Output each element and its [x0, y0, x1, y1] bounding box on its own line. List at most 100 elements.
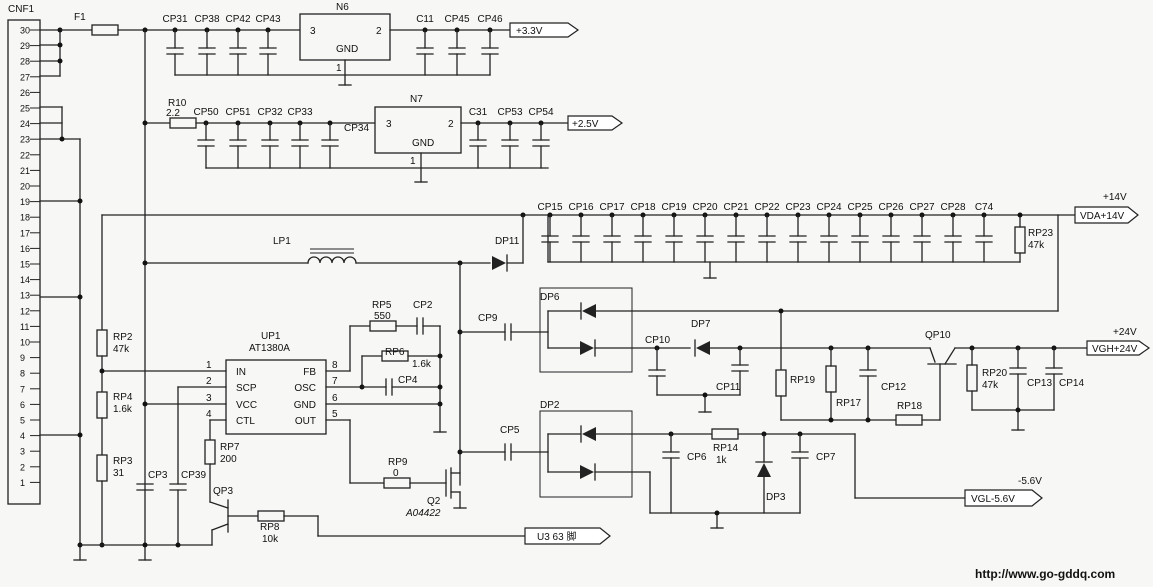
ic-pin-number: 7 — [332, 376, 338, 387]
watermark-url: http://www.go-gddq.com — [975, 567, 1115, 581]
rp14-name: RP14 — [713, 443, 738, 454]
resistor-rp17 — [825, 365, 837, 393]
connector-pin-label: 20 — [20, 182, 30, 192]
vgh-top-label: +24V — [1113, 327, 1137, 338]
vda-cap-label: CP21 — [723, 202, 748, 213]
resistor-rp19 — [775, 369, 787, 397]
ic-pin-number: 8 — [332, 360, 338, 371]
rp8-name: RP8 — [260, 522, 280, 533]
connector-pin-label: 18 — [20, 213, 30, 223]
connector-label: CNF1 — [8, 4, 35, 15]
vda-cap-label: CP23 — [785, 202, 810, 213]
fuse-f1 — [91, 24, 119, 36]
lp1-name: LP1 — [273, 236, 291, 247]
regulator-n6 — [299, 13, 391, 61]
cp3-name: CP3 — [148, 470, 168, 481]
connector-pin-label: 15 — [20, 260, 30, 270]
vda-cap-label: CP26 — [878, 202, 903, 213]
n6-cap-out-label: C11 — [416, 14, 434, 25]
ic-pin-name: CTL — [236, 416, 255, 427]
connector-pin-label: 10 — [20, 338, 30, 348]
connector-pin-label: 22 — [20, 150, 30, 160]
connector-pin-label: 17 — [20, 228, 30, 238]
n6-cap-in-label: CP42 — [225, 14, 250, 25]
ic-name: UP1 — [261, 331, 281, 342]
resistor-r10 — [169, 117, 197, 129]
ic-part: AT1380A — [249, 343, 290, 354]
rail-3v3-label: +3.3V — [516, 26, 543, 37]
rp23-value: 47k — [1028, 240, 1045, 251]
u3-pin-tag — [524, 527, 611, 545]
rp2-value: 47k — [113, 344, 130, 355]
n6-cap-in-label: CP43 — [255, 14, 280, 25]
rp2-name: RP2 — [113, 332, 133, 343]
connector-pin-label: 19 — [20, 197, 30, 207]
connector-pin-label: 16 — [20, 244, 30, 254]
rp5-name: RP5 — [372, 300, 392, 311]
connector-pin-label: 25 — [20, 104, 30, 114]
vda-cap-label: CP24 — [816, 202, 841, 213]
rp18-name: RP18 — [897, 401, 922, 412]
resistor-rp9 — [383, 477, 411, 489]
connector-pin-label: 4 — [20, 431, 25, 441]
cp10-name: CP10 — [645, 335, 670, 346]
r10-name: R10 — [168, 98, 187, 109]
resistor-rp18 — [895, 414, 923, 426]
u3-label: U3 63 脚 — [537, 530, 576, 543]
cp12-name: CP12 — [881, 382, 906, 393]
rail-vgh-label: VGH+24V — [1092, 344, 1138, 355]
connector-pin-label: 29 — [20, 41, 30, 51]
connector-pin-label: 7 — [20, 384, 25, 394]
n6-cap-out-label: CP46 — [477, 14, 502, 25]
n7-cap-in-label: CP51 — [225, 107, 250, 118]
cp13-name: CP13 — [1027, 378, 1052, 389]
connector-pins: 3029282726252423222120191817161514131211… — [20, 26, 40, 488]
n7-pin-gnd: 1 — [410, 156, 416, 167]
rp4-name: RP4 — [113, 392, 133, 403]
connector-pin-label: 2 — [20, 462, 25, 472]
rp7-value: 200 — [220, 454, 237, 465]
ic-up1 — [225, 359, 327, 435]
n7-cap-in-label: CP33 — [287, 107, 312, 118]
connector-cnf1 — [7, 19, 41, 505]
rp9-name: RP9 — [388, 457, 408, 468]
resistor-rp23 — [1014, 226, 1026, 254]
rp6-value: 1.6k — [412, 359, 432, 370]
vda-cap-label: CP25 — [847, 202, 872, 213]
cp11-name: CP11 — [716, 382, 741, 393]
n6-pin-out: 2 — [376, 26, 382, 37]
connector-pin-label: 14 — [20, 275, 30, 285]
rail-vda-tag — [1074, 206, 1139, 224]
connector-pin-label: 28 — [20, 57, 30, 67]
dp6-name: DP6 — [540, 292, 560, 303]
rp20-value: 47k — [982, 380, 999, 391]
rail-vgl-label: VGL-5.6V — [971, 494, 1015, 505]
rp4-value: 1.6k — [113, 404, 133, 415]
connector-pin-label: 30 — [20, 26, 30, 36]
n7-cap-out-label: CP53 — [497, 107, 522, 118]
cp14-name: CP14 — [1059, 378, 1084, 389]
vda-cap-label: C74 — [975, 202, 994, 213]
rp3-value: 31 — [113, 468, 125, 479]
rp5-value: 550 — [374, 311, 391, 322]
resistor-rp14 — [711, 428, 739, 440]
rail-vgl-tag — [964, 489, 1043, 507]
qp3-name: QP3 — [213, 486, 233, 497]
diode-dp11 — [492, 256, 506, 270]
n7-pin-out: 2 — [448, 119, 454, 130]
n6-cap-in-label: CP31 — [162, 14, 187, 25]
regulator-n7 — [374, 106, 462, 154]
q2-part: A04422 — [405, 508, 441, 519]
diode-pack-dp2 — [539, 410, 633, 498]
inductor-lp1 — [307, 256, 357, 264]
dp2-name: DP2 — [540, 400, 560, 411]
ic-pin-number: 3 — [206, 393, 212, 404]
connector-pin-label: 12 — [20, 306, 30, 316]
ic-pin-number: 5 — [332, 409, 338, 420]
n6-cap-in-label: CP38 — [194, 14, 219, 25]
rp19-name: RP19 — [790, 375, 815, 386]
